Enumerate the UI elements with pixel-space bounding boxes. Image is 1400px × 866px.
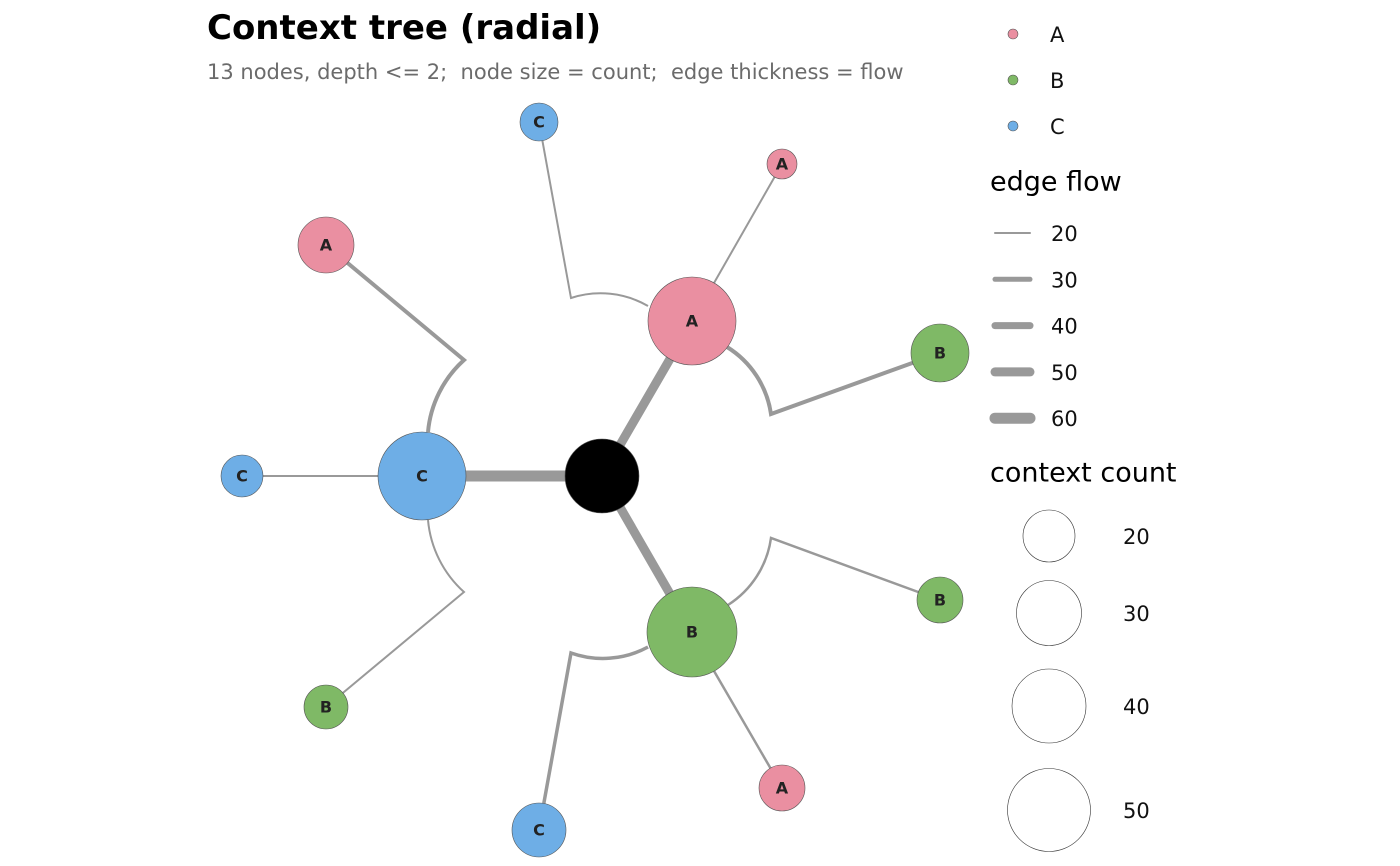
node-label-a1-a: A	[776, 155, 789, 174]
node-b1	[646, 586, 738, 678]
edge-flow-legend-title: edge flow	[990, 167, 1122, 198]
node-a1-b	[910, 323, 970, 383]
node-label-a1: A	[686, 312, 699, 331]
edge-a1-a	[713, 163, 783, 284]
edge-c1-a	[324, 243, 468, 433]
chart-subtitle: 13 nodes, depth <= 2; node size = count;…	[207, 60, 904, 84]
edge-flow-label-60: 60	[1051, 407, 1078, 431]
node-c1-c	[220, 454, 264, 498]
edge-flow-label-20: 20	[1051, 222, 1078, 246]
node-label-c1-b: B	[320, 698, 332, 717]
node-a1-c	[519, 102, 559, 142]
edge-flow-label-50: 50	[1051, 361, 1078, 385]
count-label-20: 20	[1123, 525, 1150, 549]
legend-label-a: A	[1050, 23, 1065, 47]
node-label-c1-a: A	[320, 236, 333, 255]
count-key-30	[1016, 580, 1082, 646]
count-label-30: 30	[1123, 602, 1150, 626]
count-key-40	[1011, 668, 1087, 744]
node-label-b1-c: C	[533, 821, 545, 840]
node-label-c1-c: C	[236, 467, 248, 486]
node-b1-c	[511, 802, 567, 858]
edge-flow-label-40: 40	[1051, 315, 1078, 339]
edge-a1-b	[725, 345, 941, 417]
node-label-b1: B	[686, 623, 698, 642]
node-label-b1-a: A	[776, 779, 789, 798]
count-key-50	[1007, 768, 1091, 852]
legend-label-c: C	[1050, 115, 1065, 139]
node-b1-b	[916, 576, 964, 624]
node-label-a1-b: B	[934, 344, 946, 363]
count-label-40: 40	[1123, 695, 1150, 719]
legend-key-a	[1007, 28, 1019, 40]
legend-label-b: B	[1050, 69, 1064, 93]
count-legend-title: context count	[990, 458, 1177, 489]
edge-b1-c	[537, 645, 649, 831]
node-c1-b	[303, 684, 349, 730]
count-key-20	[1022, 509, 1076, 563]
edge-c1-b	[325, 519, 466, 708]
nodes-layer: A B C A B C A B C A B C	[220, 102, 970, 858]
edge-b1-b	[727, 536, 941, 607]
node-c1	[377, 431, 467, 521]
edge-flow-label-30: 30	[1051, 268, 1078, 292]
node-c1-a	[297, 216, 355, 274]
node-label-a1-c: C	[533, 113, 545, 132]
legend-key-b	[1007, 74, 1019, 86]
node-b1-a	[758, 764, 806, 812]
chart-title: Context tree (radial)	[207, 8, 602, 48]
legend-key-c	[1007, 120, 1019, 132]
edge-a1-c	[538, 121, 649, 307]
node-label-c1: C	[416, 467, 428, 486]
node-label-b1-b: B	[934, 591, 946, 610]
count-label-50: 50	[1123, 799, 1150, 823]
node-a1-a	[766, 148, 798, 180]
node-a1	[647, 276, 737, 366]
root-node	[564, 438, 640, 514]
